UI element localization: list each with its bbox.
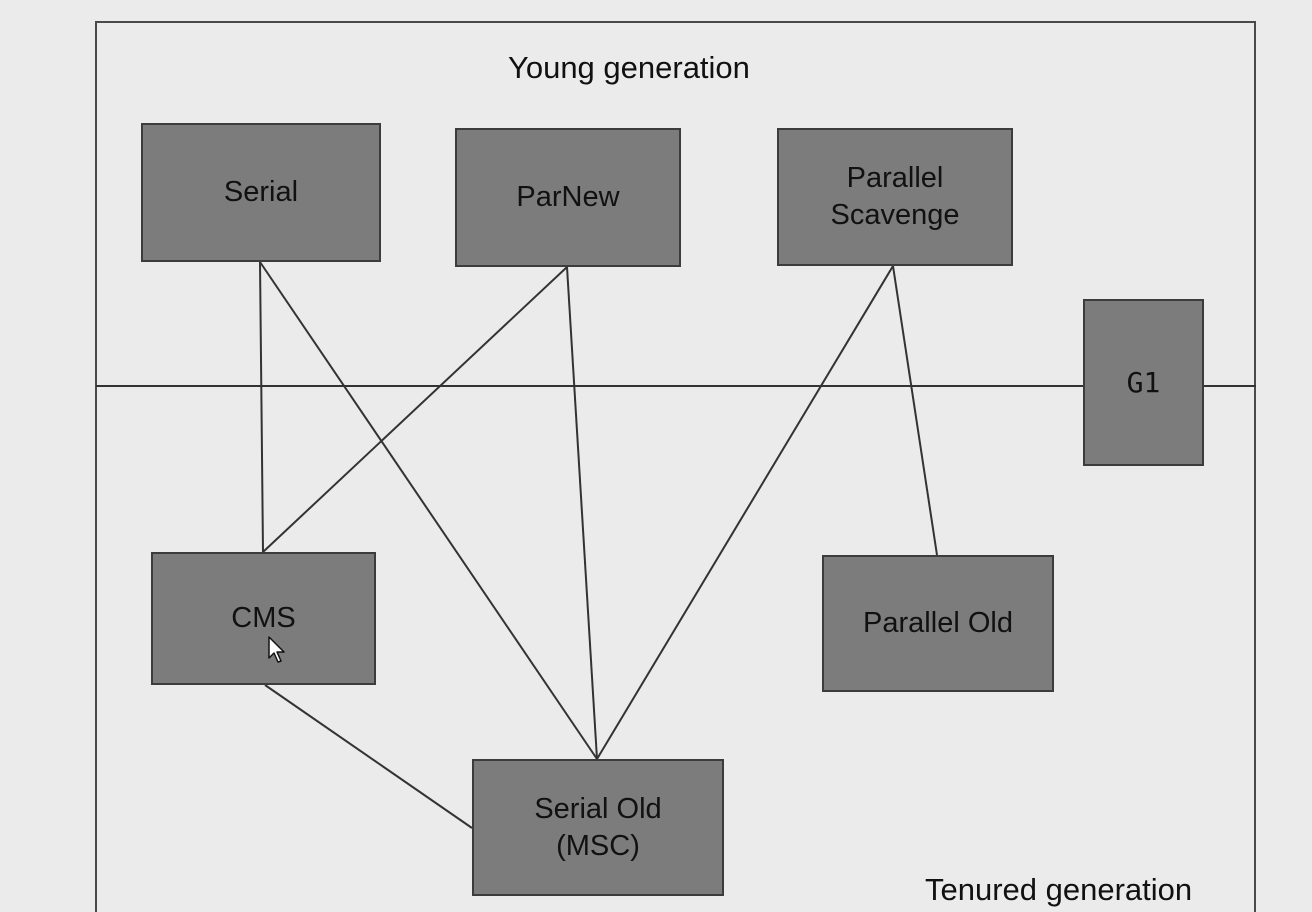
edge-parscav-serialold (596, 265, 894, 760)
frame-right-border (1254, 21, 1256, 912)
frame-left-border (95, 21, 97, 912)
young-generation-label: Young generation (508, 50, 750, 85)
parallel-scavenge-collector-box: Parallel Scavenge (777, 128, 1013, 266)
tenured-generation-label: Tenured generation (925, 872, 1193, 907)
edge-parnew-cms (262, 266, 568, 553)
edge-serial-serialold (259, 261, 598, 760)
edge-parscav-parold (892, 265, 938, 556)
g1-collector-box: G1 (1083, 299, 1204, 466)
edge-parnew-serialold (566, 266, 598, 760)
edge-serial-cms (259, 261, 264, 553)
parnew-collector-box: ParNew (455, 128, 681, 267)
mouse-pointer-icon (268, 636, 285, 663)
frame-top-border (95, 21, 1256, 23)
cms-collector-box: CMS (151, 552, 376, 685)
parallel-old-collector-box: Parallel Old (822, 555, 1054, 692)
serial-collector-box: Serial (141, 123, 381, 262)
edge-cms-serialold (264, 684, 473, 829)
serial-old-collector-box: Serial Old (MSC) (472, 759, 724, 896)
